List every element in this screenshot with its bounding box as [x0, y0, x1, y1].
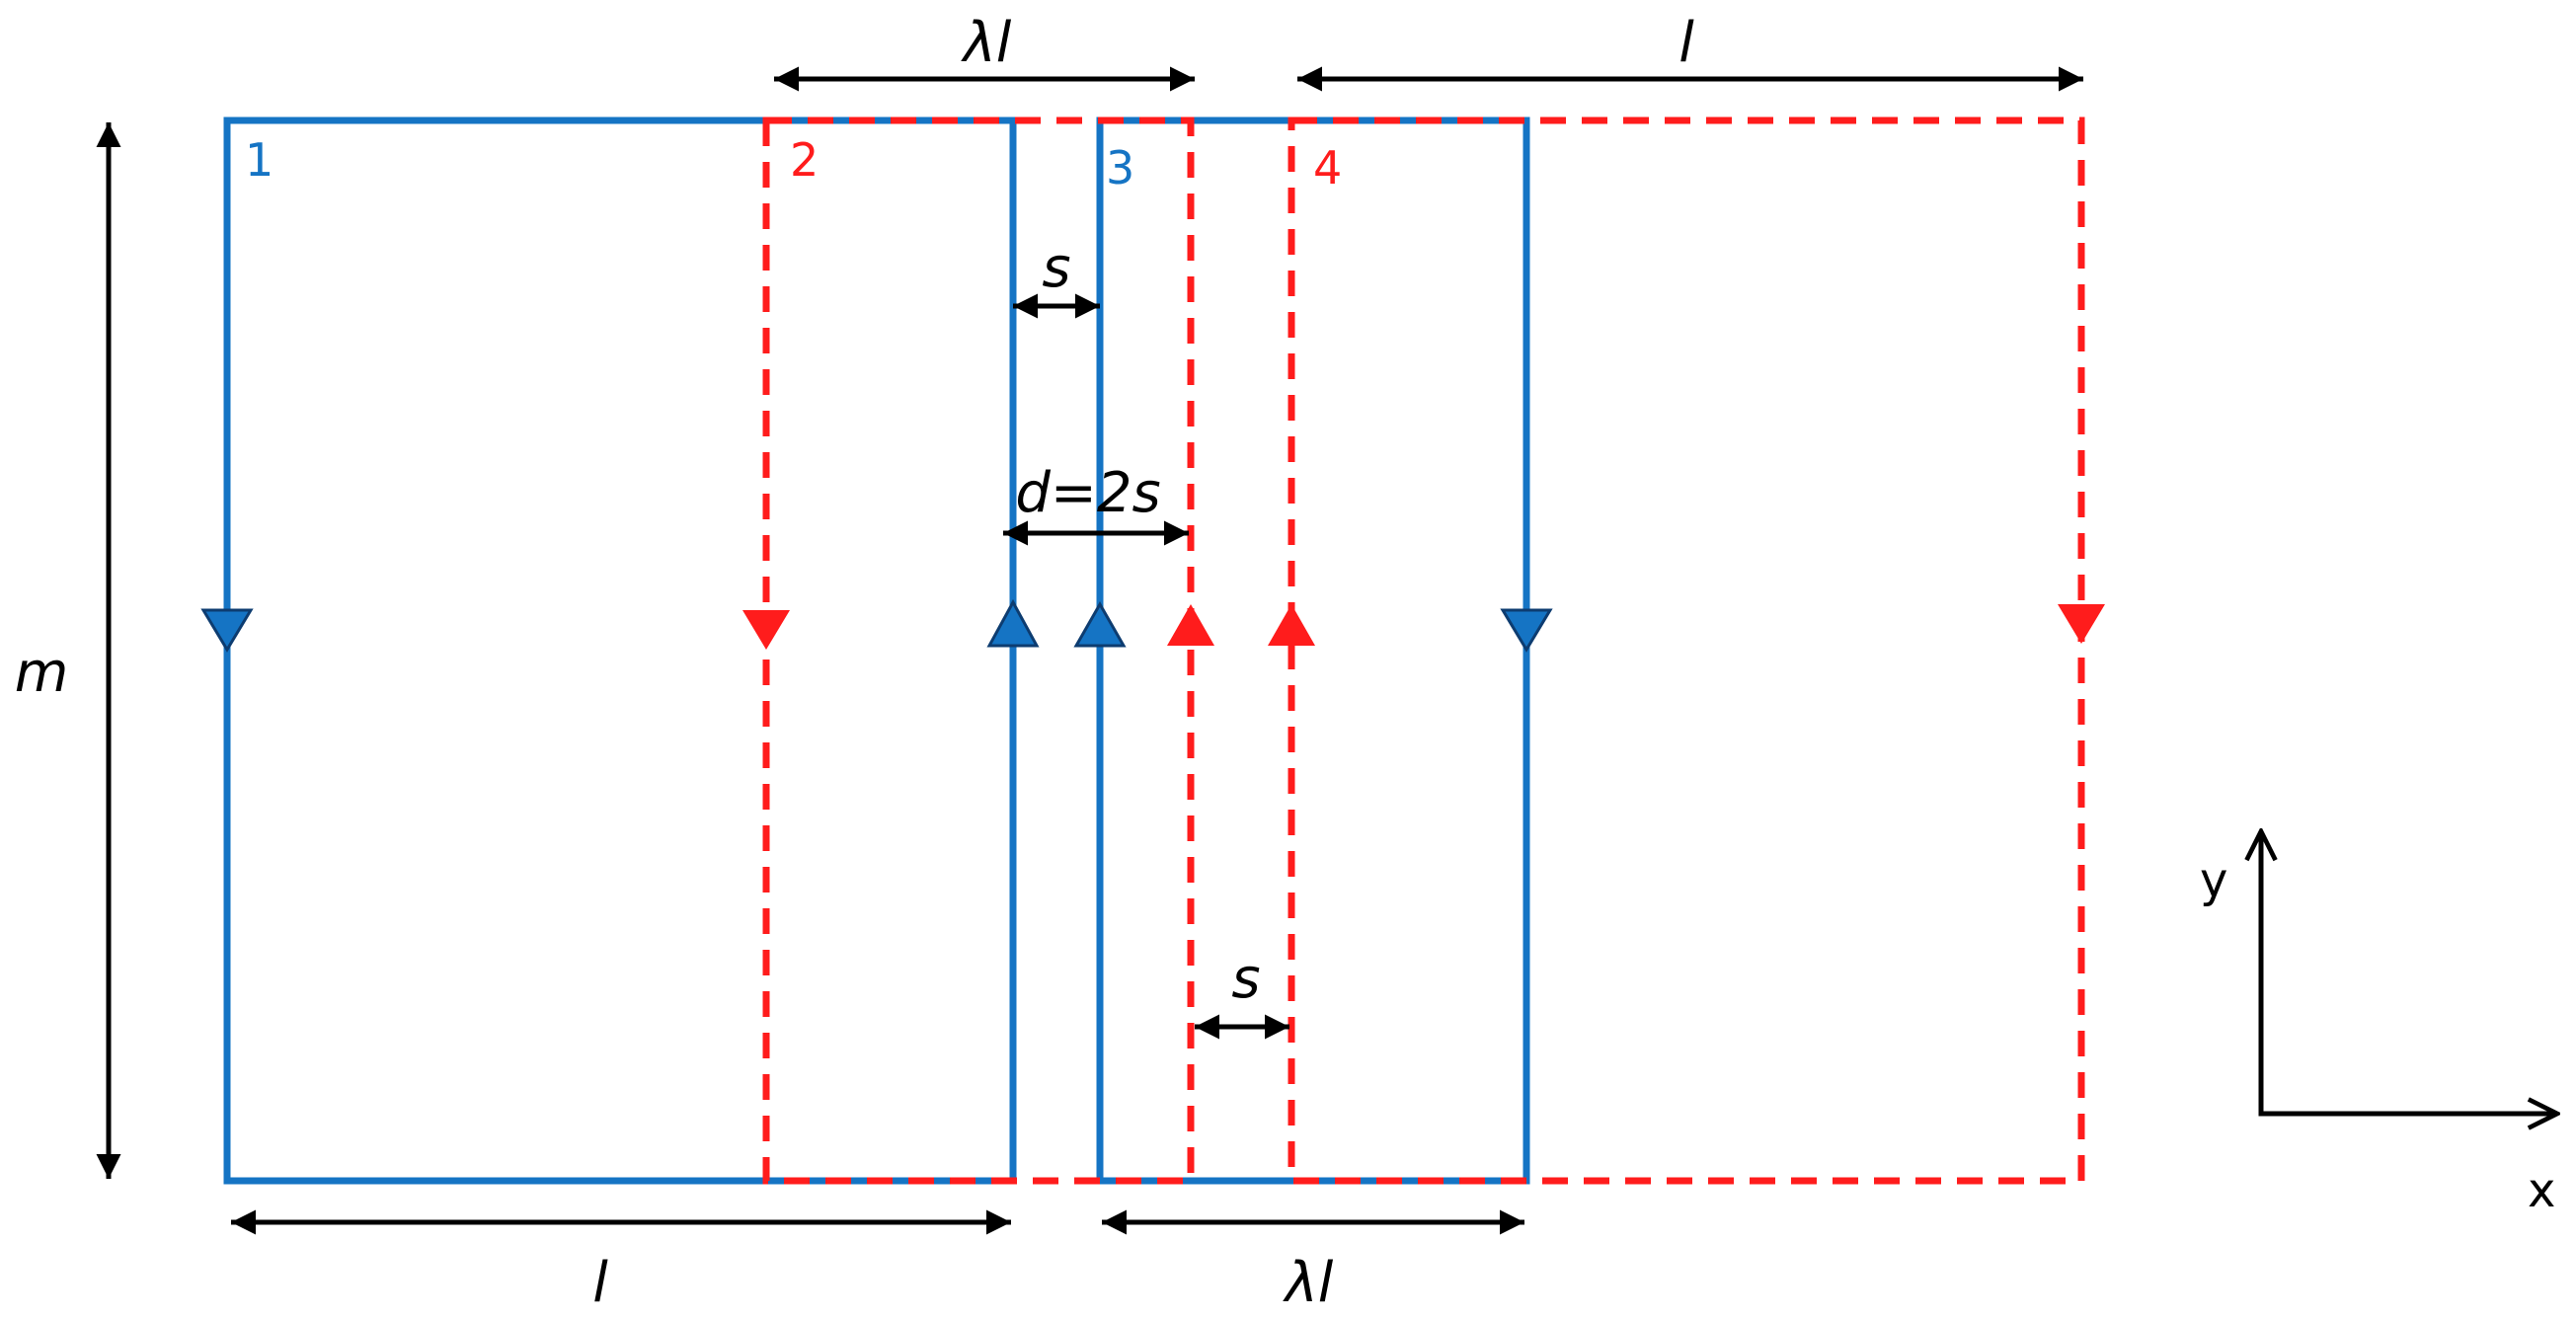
dim-label-center: d=2s [1015, 461, 1160, 525]
dim-label-height: m [15, 641, 69, 705]
coordinate-axes [2261, 831, 2557, 1114]
current-arrow-up-icon [1073, 600, 1127, 648]
current-arrow-down-icon [2058, 604, 2105, 644]
axis-label-x: x [2528, 1163, 2555, 1218]
loop-1-outline [223, 116, 1017, 1185]
current-arrow-down-icon [742, 610, 790, 650]
axis-label-y: y [2200, 853, 2227, 908]
loop-3-outline [1096, 116, 1530, 1185]
current-arrow-up-icon [1167, 604, 1214, 646]
loop-4-outline [1288, 116, 2085, 1185]
dim-label-gap-lower: s [1231, 947, 1260, 1011]
dim-label-bottom-left: l [592, 1251, 608, 1315]
dim-label-top-left: λl [961, 11, 1012, 75]
dim-label-bottom-right: λl [1283, 1251, 1334, 1315]
dim-label-gap-upper: s [1042, 236, 1070, 300]
dim-label-top-right: l [1678, 11, 1694, 75]
loop-4-label: 4 [1313, 141, 1342, 194]
current-arrow-up-icon [986, 598, 1040, 648]
loop-2-outline [762, 116, 1195, 1185]
loop-3-label: 3 [1106, 141, 1134, 194]
current-arrow-down-icon [1500, 608, 1553, 653]
current-arrow-up-icon [1268, 604, 1315, 646]
current-arrow-down-icon [200, 608, 254, 653]
loop-1-label: 1 [245, 133, 273, 187]
loop-2-label: 2 [790, 133, 819, 187]
